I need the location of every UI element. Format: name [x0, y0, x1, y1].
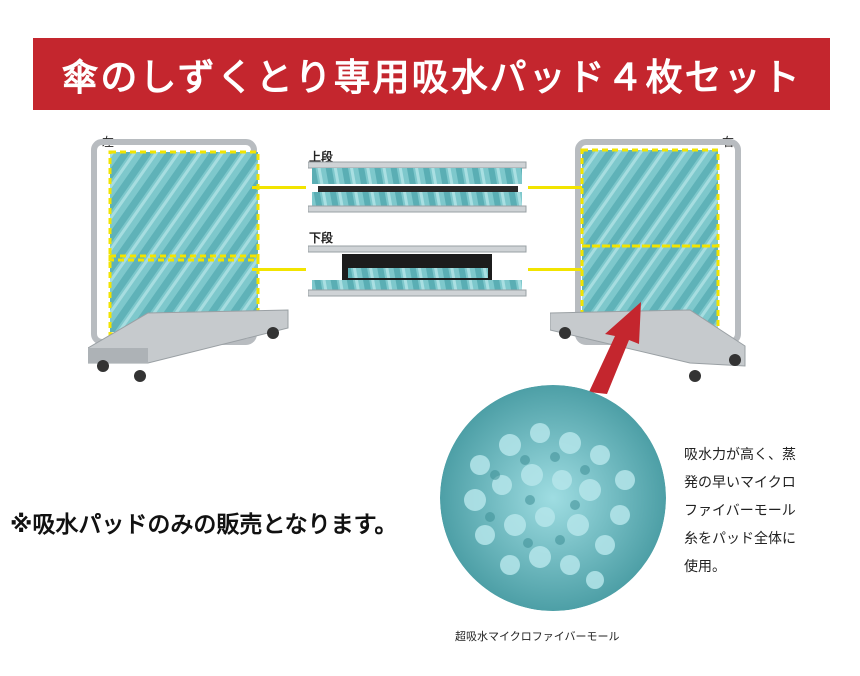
description-line: 発の早いマイクロ [684, 475, 796, 491]
title-banner: 傘のしずくとり専用吸水パッド４枚セット [33, 38, 830, 110]
description-line: 使用。 [684, 559, 726, 575]
upper-label: 上段 [309, 150, 334, 164]
upper-pad-image [308, 161, 527, 213]
microfiber-closeup-image [440, 385, 666, 611]
lower-pad-image [308, 245, 527, 297]
feature-description: 吸水力が高く、蒸 発の早いマイクロ ファイバーモール 糸をパッド全体に 使用。 [684, 441, 834, 581]
red-arrow-icon [589, 302, 641, 394]
connector-left-upper [252, 186, 306, 189]
left-stand-image [88, 139, 289, 382]
lower-label: 下段 [309, 231, 334, 245]
right-stand-image [550, 139, 746, 382]
connector-right-lower [528, 268, 582, 271]
description-line: 糸をパッド全体に [684, 531, 796, 547]
banner-title: 傘のしずくとり専用吸水パッド４枚セット [61, 56, 802, 99]
description-line: ファイバーモール [684, 503, 796, 519]
sales-note: ※吸水パッドのみの販売となります。 [10, 512, 398, 538]
description-line: 吸水力が高く、蒸 [684, 447, 796, 463]
closeup-caption: 超吸水マイクロファイバーモール [455, 630, 620, 643]
connector-right-upper [528, 186, 582, 189]
connector-left-lower [252, 268, 306, 271]
